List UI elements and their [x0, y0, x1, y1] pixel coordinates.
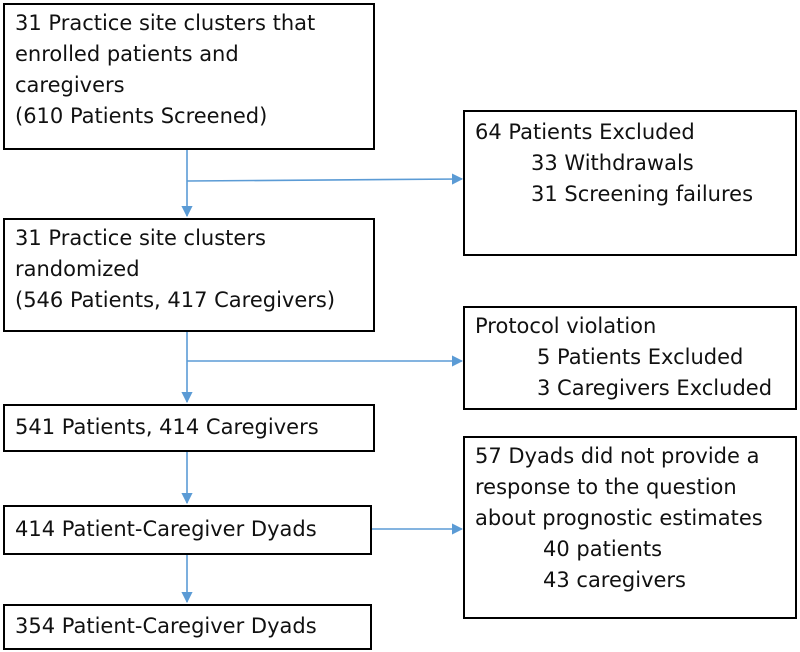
excluded-item: 33 Withdrawals: [531, 151, 694, 175]
box-414-dyads: 414 Patient-Caregiver Dyads: [3, 505, 372, 555]
box-randomized: 31 Practice site clusters randomized (54…: [3, 218, 375, 332]
protocol-item: 3 Caregivers Excluded: [537, 376, 773, 400]
box-protocol-violation: Protocol violation 5 Patients Excluded 3…: [463, 306, 797, 410]
enrolled-line: enrolled patients and: [15, 42, 239, 66]
protocol-title: Protocol violation: [475, 314, 657, 338]
box-enrolled: 31 Practice site clusters that enrolled …: [3, 3, 375, 150]
box-patients-excluded: 64 Patients Excluded 33 Withdrawals 31 S…: [463, 110, 797, 256]
dyads-line: about prognostic estimates: [475, 506, 763, 530]
randomized-line: randomized: [15, 257, 140, 281]
excluded-item: 31 Screening failures: [531, 182, 754, 206]
dyads-line: 57 Dyads did not provide a: [475, 444, 760, 468]
excluded-title: 64 Patients Excluded: [475, 120, 695, 144]
protocol-item: 5 Patients Excluded: [537, 345, 744, 369]
randomized-line: (546 Patients, 417 Caregivers): [15, 288, 336, 312]
box-354-text: 354 Patient-Caregiver Dyads: [15, 614, 317, 638]
enrolled-line: caregivers: [15, 73, 125, 97]
dyads-line: response to the question: [475, 475, 737, 499]
dyads-item: 43 caregivers: [543, 568, 686, 592]
box-57-dyads: 57 Dyads did not provide a response to t…: [463, 436, 797, 619]
randomized-line: 31 Practice site clusters: [15, 226, 266, 250]
box-354-dyads: 354 Patient-Caregiver Dyads: [3, 604, 372, 650]
enrolled-line: 31 Practice site clusters that: [15, 11, 316, 35]
enrolled-line: (610 Patients Screened): [15, 104, 268, 128]
box-541: 541 Patients, 414 Caregivers: [3, 404, 375, 452]
dyads-item: 40 patients: [543, 537, 663, 561]
box-541-text: 541 Patients, 414 Caregivers: [15, 415, 319, 439]
box-414-text: 414 Patient-Caregiver Dyads: [15, 517, 317, 541]
arrow-to-excluded: [186, 173, 464, 185]
